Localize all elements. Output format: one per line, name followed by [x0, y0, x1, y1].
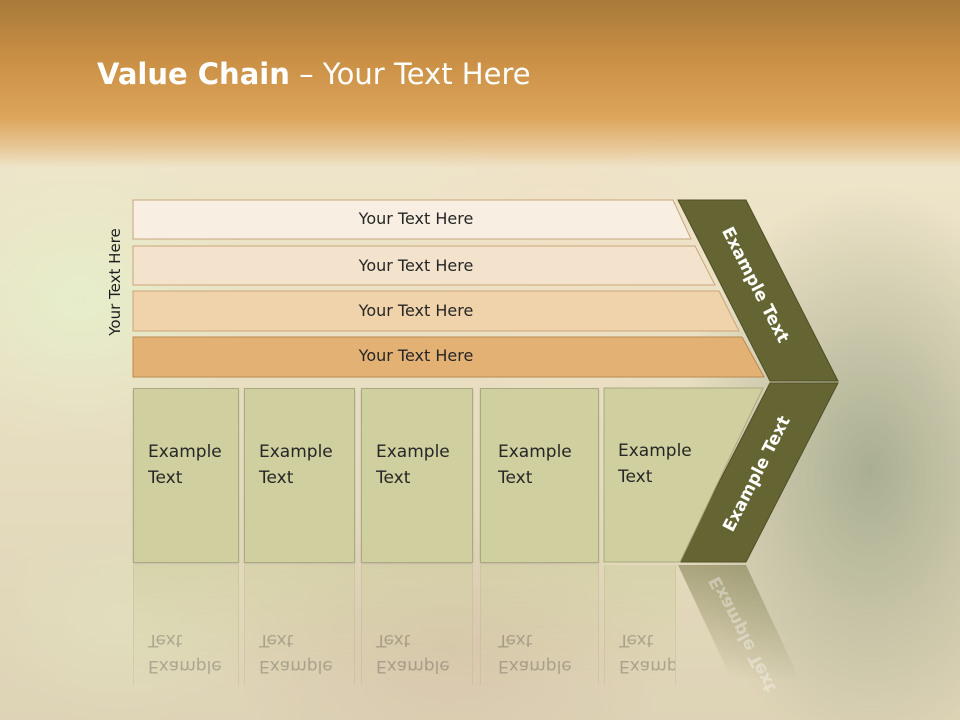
chevron-reflection	[678, 565, 800, 680]
row-label-1: Your Text Here	[358, 209, 474, 228]
row-bar-2[interactable]	[132, 245, 716, 286]
box-line-1: Example	[148, 442, 222, 462]
row-label-4: Your Text Here	[358, 346, 474, 365]
box-line-2: Text	[376, 468, 411, 488]
row-bar-4[interactable]	[132, 336, 765, 378]
title-band	[0, 0, 960, 168]
box-line-1: Example	[618, 441, 692, 461]
box-line-2: Text	[618, 467, 653, 487]
box-line-1: Example	[259, 442, 333, 462]
box-line-1: Example	[498, 442, 572, 462]
title-bold: Value Chain	[97, 57, 290, 91]
slide-title: Value Chain – Your Text Here	[97, 52, 797, 96]
row-label-3: Your Text Here	[358, 301, 474, 320]
row-bar-1[interactable]	[132, 199, 692, 240]
box-5-point	[603, 387, 764, 563]
chevron-top[interactable]	[677, 199, 839, 382]
row-label-2: Your Text Here	[358, 256, 474, 275]
title-rest: – Your Text Here	[289, 57, 531, 91]
box-line-1: Example	[376, 442, 450, 462]
box-line-2: Text	[148, 468, 183, 488]
box-line-2: Text	[498, 468, 533, 488]
row-bar-3[interactable]	[132, 290, 740, 332]
box-line-2: Text	[259, 468, 294, 488]
